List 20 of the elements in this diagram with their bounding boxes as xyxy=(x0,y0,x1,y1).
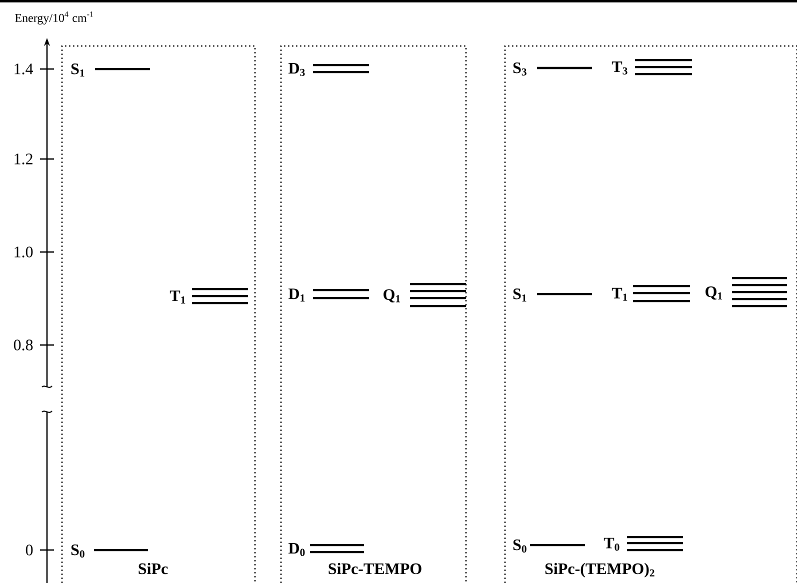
energy-level: S$_{3}$ xyxy=(513,62,592,76)
energy-level: S$_{1}$ xyxy=(71,64,150,76)
tick-label: 1.0 xyxy=(14,246,33,258)
energy-level: D$_{3}$ xyxy=(288,63,369,76)
tick-label: 1.2 xyxy=(14,154,32,164)
energy-level: S$_{0}$ xyxy=(513,539,585,553)
tick-label: 0 xyxy=(26,544,33,556)
energy-level: T$_{1}$ xyxy=(170,288,248,304)
energy-level: Q$_{1}$ xyxy=(384,282,466,308)
energy-level: S$_{0}$ xyxy=(71,544,148,558)
energy-level: Q$_{1}$ xyxy=(706,276,787,308)
energy-level: D$_{1}$ xyxy=(288,288,369,302)
energy-level: T$_{3}$ xyxy=(612,58,692,76)
energy-level: S$_{1}$ xyxy=(513,288,592,302)
energy-level: T$_{1}$ xyxy=(612,284,690,302)
energy-level: D$_{0}$ xyxy=(288,543,364,556)
tick-label: 1.4 xyxy=(14,64,34,74)
energy-level: T$_{0}$ xyxy=(604,536,683,552)
axis-title: Energy/10$^{4}$ cm$^{-1}$ xyxy=(15,12,93,24)
tick-label: 0.8 xyxy=(14,340,33,350)
